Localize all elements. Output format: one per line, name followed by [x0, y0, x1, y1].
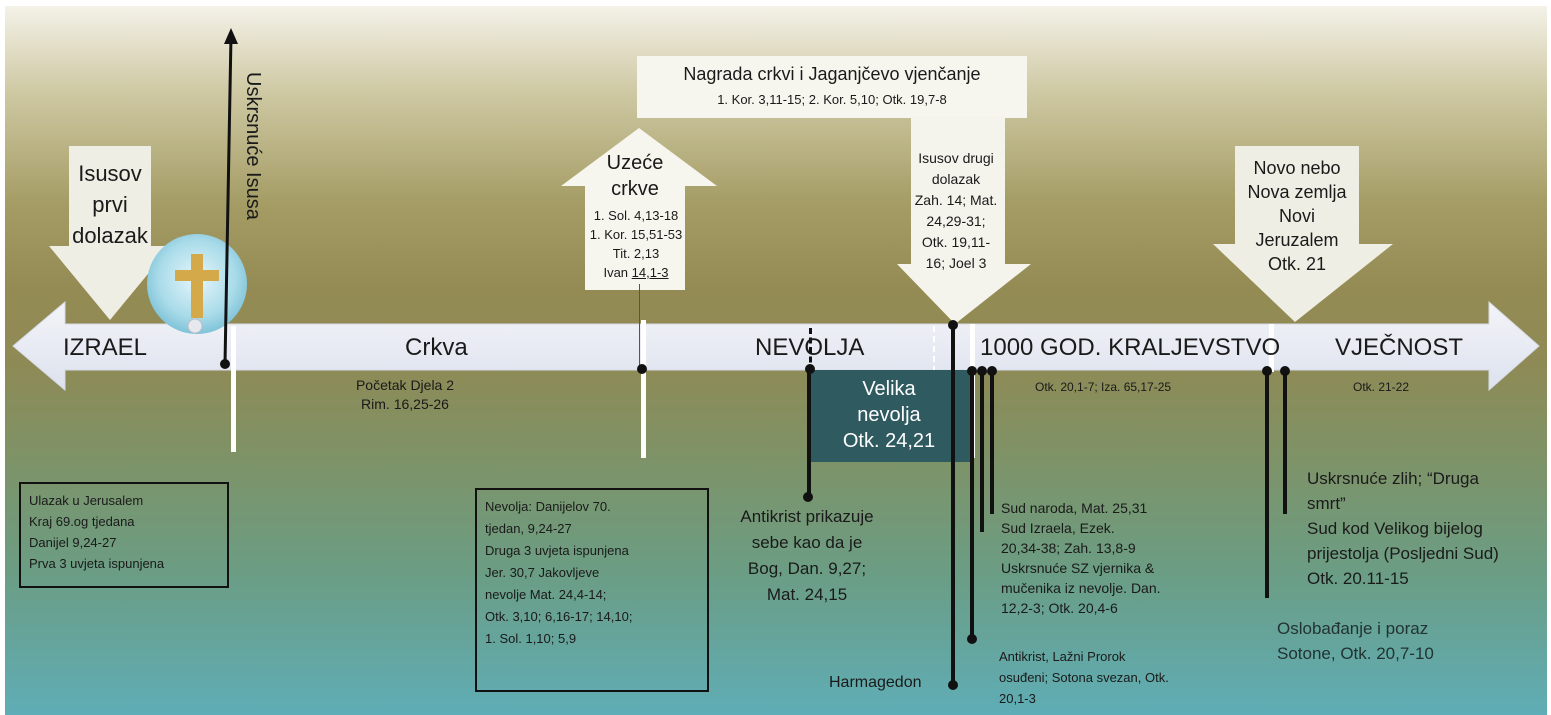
- judgment-dot: [987, 366, 997, 376]
- satan-release-line: [1265, 372, 1269, 598]
- era-israel: IZRAEL: [63, 334, 148, 361]
- antichrist-dot: [803, 492, 813, 502]
- satan-release-label: Oslobađanje i poraz Sotone, Otk. 20,7-10: [1277, 619, 1434, 663]
- era-tribulation: NEVOLJA: [755, 334, 865, 361]
- antichrist-label: Antikrist prikazuje sebe kao da je Bog, …: [740, 507, 874, 604]
- new-heaven-arrow: [1213, 146, 1393, 322]
- second-coming-dot: [948, 320, 958, 330]
- dashed-tribulation: [809, 328, 812, 372]
- ot-resurrection-line: [980, 370, 984, 532]
- eternity-refs: Otk. 21-22: [1353, 380, 1410, 394]
- harmagedon-dot: [948, 680, 958, 690]
- second-coming-label: Isusov drugi dolazak Zah. 14; Mat. 24,29…: [914, 150, 998, 271]
- harmagedon-label: Harmagedon: [829, 674, 922, 691]
- harmagedon-line: [951, 326, 955, 686]
- era-church: Crkva: [405, 334, 468, 361]
- great-tribulation-box: [808, 370, 970, 462]
- rapture-title: Uzeće crkve: [606, 152, 664, 200]
- rapture-refs: 1. Sol. 4,13-18 1. Kor. 15,51-53 Tit. 2,…: [589, 208, 683, 280]
- era-kingdom: 1000 GOD. KRALJEVSTVO: [980, 334, 1281, 361]
- white-throne-dot: [1280, 366, 1290, 376]
- diagram-canvas: { "timeline": { "eras": ["IZRAEL", "Crkv…: [5, 6, 1547, 715]
- timeline-bar: [12, 300, 1540, 392]
- second-coming-arrow: [897, 116, 1031, 324]
- church-refs: Početak Djela 2 Rim. 16,25-26: [355, 377, 455, 412]
- condemnation-line: [970, 370, 974, 640]
- tribulation-dot: [805, 364, 815, 374]
- resurrection-label: Uskrsnuće Isusa: [242, 72, 264, 220]
- kingdom-refs: Otk. 20,1-7; Iza. 65,17-25: [1035, 380, 1172, 394]
- dashed-divider: [933, 326, 935, 372]
- rapture-arrow: [561, 128, 717, 290]
- new-heaven-label: Novo nebo Nova zemlja Novi Jeruzalem Otk…: [1247, 158, 1347, 274]
- timeline-arrow: [12, 28, 1540, 392]
- rapture-thin-line: [639, 284, 640, 370]
- judgment-line: [990, 370, 994, 514]
- condemnation-label: Antikrist, Lažni Prorok osuđeni; Sotona …: [999, 649, 1169, 706]
- divider-rapture: [641, 320, 646, 458]
- antichrist-line: [807, 372, 811, 498]
- reward-title: Nagrada crkvi i Jaganjčevo vjenčanje: [683, 64, 981, 84]
- israel-box: Ulazak u Jerusalem Kraj 69.og tjedana Da…: [19, 482, 229, 588]
- reward-refs: 1. Kor. 3,11-15; 2. Kor. 5,10; Otk. 19,7…: [717, 92, 947, 107]
- first-coming-label: Isusov prvi dolazak: [72, 161, 148, 248]
- divider-church: [231, 326, 236, 452]
- era-eternity: VJEČNOST: [1335, 334, 1464, 361]
- reward-banner: [637, 56, 1027, 118]
- condemnation-top-dot: [967, 366, 977, 376]
- ot-resurrection-dot: [977, 366, 987, 376]
- final-judgment-label: Uskrsnuće zlih; “Druga smrt” Sud kod Vel…: [1307, 469, 1499, 588]
- first-coming-arrow: [49, 146, 171, 320]
- tribulation-box: Nevolja: Danijelov 70. tjedan, 9,24-27 D…: [475, 488, 709, 692]
- condemnation-dot: [967, 634, 977, 644]
- judgments-label: Sud naroda, Mat. 25,31 Sud Izraela, Ezek…: [1001, 500, 1161, 616]
- great-tribulation-label: Velika nevolja Otk. 24,21: [842, 378, 936, 452]
- divider-eternity: [1269, 324, 1274, 372]
- satan-release-dot: [1262, 366, 1272, 376]
- rapture-dot: [637, 364, 647, 374]
- white-throne-line: [1283, 372, 1287, 514]
